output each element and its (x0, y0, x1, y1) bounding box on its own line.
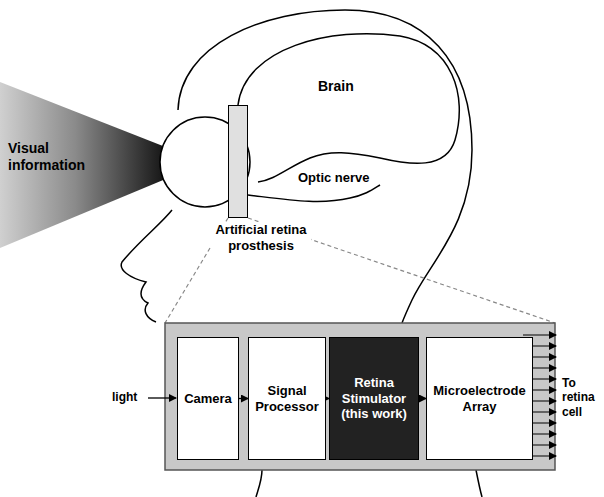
neck-left (256, 470, 262, 497)
part-label: Artificial retina prosthesis (211, 222, 311, 253)
prosthesis-rect: Artificial retina prosthesis (228, 105, 248, 218)
region-label: Optic nerve (298, 170, 388, 186)
box-text: Camera (180, 391, 236, 407)
process-box: Signal Processor (248, 337, 326, 460)
process-box: Retina Stimulator (this work) (329, 337, 419, 460)
box-text: Microelectrode Array (427, 383, 532, 414)
visual-cone (0, 82, 168, 248)
optic-nerve (248, 185, 380, 201)
box-text: Signal Processor (249, 383, 325, 414)
signal-arrow (239, 398, 248, 399)
signal-arrow (419, 398, 426, 399)
signal-label: To retina cell (562, 376, 602, 419)
region-label: Brain (318, 78, 378, 95)
neck-right (476, 470, 482, 497)
light-arrow (148, 397, 176, 398)
face-outline (121, 210, 172, 322)
process-box: Camera (177, 337, 239, 460)
prosthesis-panel (165, 323, 555, 470)
brain-outline (238, 34, 459, 182)
process-box: Microelectrode Array (426, 337, 533, 460)
box-text: Retina Stimulator (this work) (330, 375, 418, 422)
electrode-arrow (523, 335, 556, 336)
signal-label: light (112, 390, 148, 404)
region-label: Visual information (8, 140, 103, 174)
